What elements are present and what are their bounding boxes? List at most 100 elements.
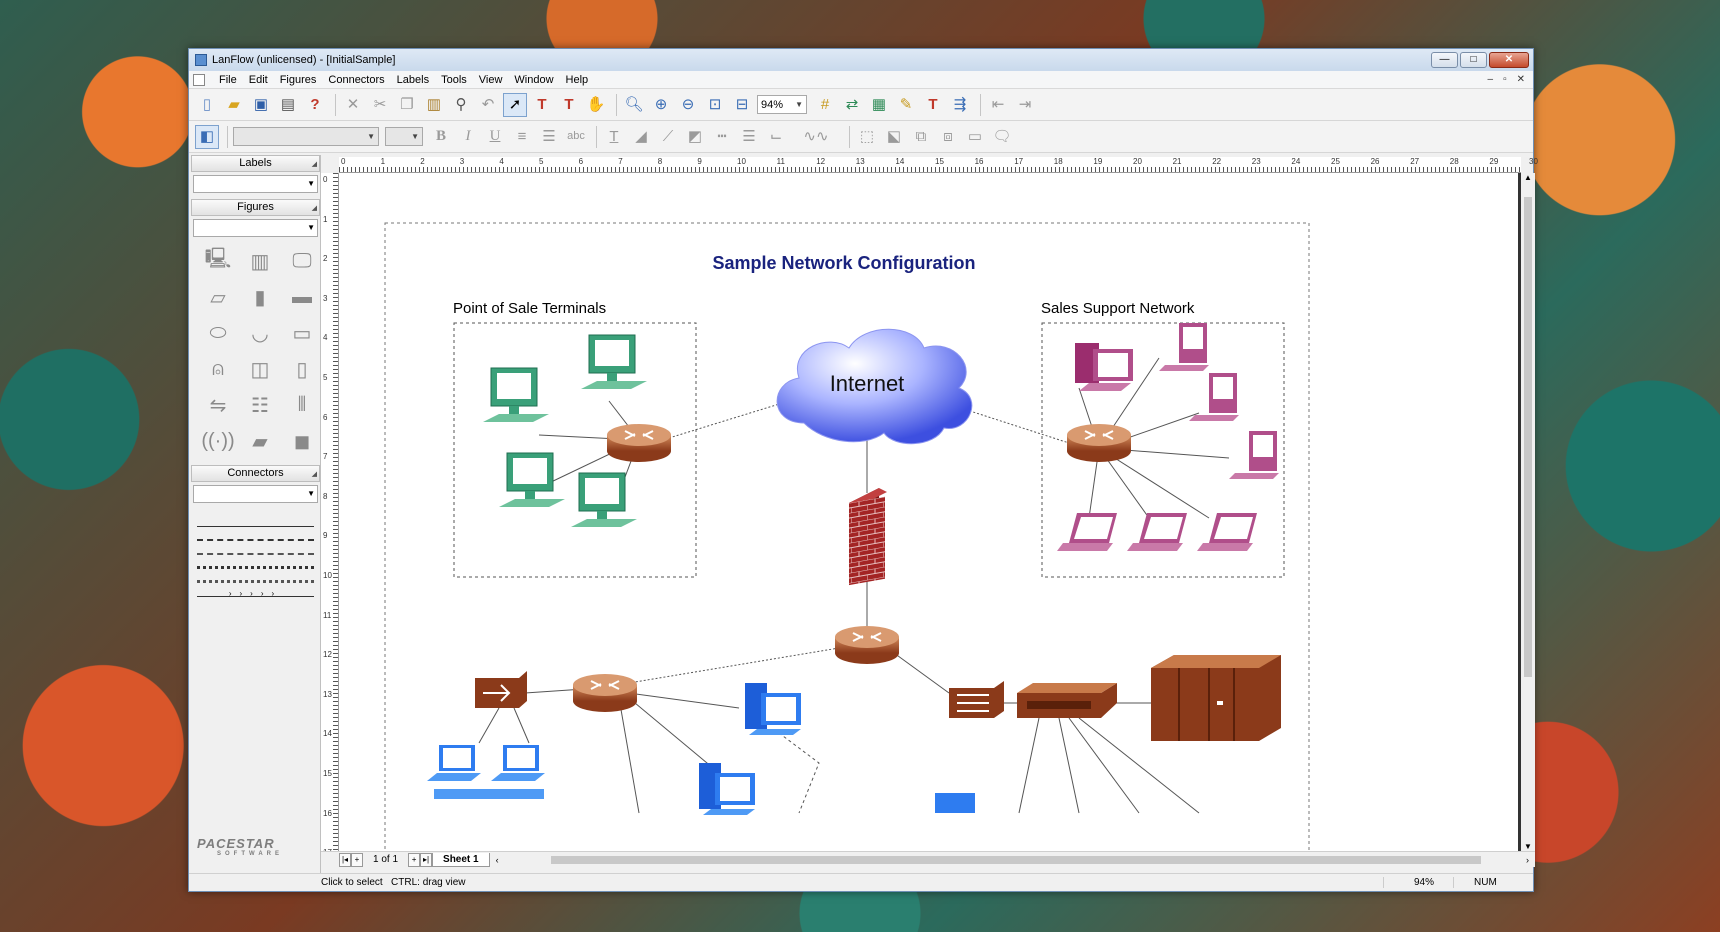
internet-cloud[interactable]: Internet xyxy=(776,328,973,445)
close-button[interactable]: ✕ xyxy=(1489,52,1529,68)
firewall-switch-icon[interactable]: ⇋ xyxy=(209,394,227,417)
mdi-minimize-button[interactable]: – xyxy=(1487,74,1494,85)
text-style-icon[interactable]: T xyxy=(928,96,938,113)
patch-panel-icon[interactable] xyxy=(949,681,1004,718)
scroll-left-icon[interactable]: ‹ xyxy=(495,854,499,865)
bring-forward-icon[interactable]: ⧉ xyxy=(915,128,927,145)
core-router-icon[interactable] xyxy=(834,625,900,665)
maximize-button[interactable]: □ xyxy=(1460,52,1487,68)
blue-device-icon[interactable] xyxy=(935,793,975,813)
connect-icon[interactable]: ⇄ xyxy=(845,96,859,113)
send-backward-icon[interactable]: ⧈ xyxy=(943,128,953,145)
menu-help[interactable]: Help xyxy=(565,73,589,86)
horizontal-scrollbar[interactable] xyxy=(511,854,1514,866)
find-icon[interactable]: ⚲ xyxy=(455,96,467,113)
menu-labels[interactable]: Labels xyxy=(396,73,430,86)
fill-color-icon[interactable]: ◢ xyxy=(635,128,647,145)
sales-router-icon[interactable] xyxy=(1066,423,1132,463)
menu-view[interactable]: View xyxy=(478,73,503,86)
text-tool-icon[interactable]: T xyxy=(537,96,547,113)
lan-router-icon[interactable] xyxy=(572,673,638,713)
mdi-close-button[interactable]: ✕ xyxy=(1516,74,1525,85)
font-name-combo[interactable]: ▼ xyxy=(233,127,379,146)
connector-style-icon[interactable]: ⌙ xyxy=(769,128,783,145)
menu-window[interactable]: Window xyxy=(514,73,554,86)
diagram-title[interactable]: Sample Network Configuration xyxy=(712,253,975,273)
new-icon[interactable]: ▯ xyxy=(202,96,212,113)
save-icon[interactable]: ▣ xyxy=(253,96,269,113)
sales-tower-icon[interactable] xyxy=(1159,323,1209,371)
cable-icon[interactable]: ⫴ xyxy=(297,393,307,416)
tower-icon[interactable]: ▮ xyxy=(254,286,266,309)
bold-icon[interactable]: B xyxy=(435,128,446,144)
blue-terminals-icon[interactable] xyxy=(427,745,545,799)
shadow-icon[interactable]: ◩ xyxy=(687,128,703,145)
text-color-icon[interactable]: T̲ xyxy=(609,128,619,145)
laptop-icon[interactable]: ▱ xyxy=(210,286,226,309)
scroll-right-icon[interactable]: › xyxy=(1526,854,1529,865)
dot-connector[interactable] xyxy=(197,569,314,583)
menu-file[interactable]: File xyxy=(219,73,237,86)
pos-terminal-icon[interactable] xyxy=(482,367,550,423)
connectors-panel-header[interactable]: Connectors xyxy=(191,465,320,482)
sales-laptop-icon[interactable] xyxy=(1197,513,1257,551)
zoom-out-icon[interactable]: ⊖ xyxy=(681,96,695,113)
connectors-combo[interactable] xyxy=(193,485,318,503)
hub-switch-icon[interactable] xyxy=(1017,683,1117,718)
labels-combo[interactable] xyxy=(193,175,318,193)
pos-terminal-icon[interactable] xyxy=(570,472,638,528)
document-icon[interactable] xyxy=(193,73,205,86)
scroll-up-icon[interactable]: ▲ xyxy=(1524,173,1532,182)
printer-icon[interactable]: ▰ xyxy=(252,430,268,453)
help-icon[interactable]: ? xyxy=(310,96,320,113)
sales-workstation-icon[interactable] xyxy=(1075,343,1133,391)
workstation-icon[interactable]: 🖳︎ xyxy=(204,248,232,270)
horizontal-scroll-thumb[interactable] xyxy=(550,855,1481,864)
line-color-icon[interactable]: ⟋ xyxy=(662,128,674,145)
modem-icon[interactable]: ▭ xyxy=(292,322,312,345)
group-label-pos[interactable]: Point of Sale Terminals xyxy=(453,300,606,317)
cut-icon[interactable]: ✂ xyxy=(373,96,387,113)
font-size-combo[interactable]: ▼ xyxy=(385,127,423,146)
group-label-sales[interactable]: Sales Support Network xyxy=(1041,300,1195,317)
switch-icon[interactable] xyxy=(475,671,527,708)
curve-connector-icon[interactable]: ∿∿ xyxy=(803,128,829,145)
select-pointer-icon[interactable]: ➚ xyxy=(503,92,527,117)
vertical-scroll-thumb[interactable] xyxy=(1524,197,1532,677)
italic-icon[interactable]: I xyxy=(465,128,471,144)
comment-icon[interactable]: 🗨︎ xyxy=(992,128,1012,145)
server-pair-icon[interactable]: ▥ xyxy=(250,250,270,273)
pos-router-icon[interactable] xyxy=(606,423,672,463)
open-folder-icon[interactable]: ▰ xyxy=(228,96,240,113)
wireless-router-icon[interactable]: ⍝ xyxy=(212,357,224,380)
dashed-connector[interactable] xyxy=(197,527,314,541)
line-width-icon[interactable]: ☰ xyxy=(742,128,756,145)
zoom-page-icon[interactable]: ⊟ xyxy=(735,96,749,113)
sales-laptop-icon[interactable] xyxy=(1057,513,1117,551)
pan-hand-icon[interactable]: ✋ xyxy=(586,96,606,113)
figures-panel-header[interactable]: Figures xyxy=(191,199,320,216)
menu-tools[interactable]: Tools xyxy=(441,73,467,86)
edit-figure-icon[interactable]: ✎ xyxy=(899,96,913,113)
last-sheet-icon[interactable]: ▸| xyxy=(420,852,433,867)
spelling-icon[interactable]: abc xyxy=(567,130,585,142)
align-objects-icon[interactable]: ▭ xyxy=(967,128,983,145)
panel-toggle-icon[interactable]: ◧ xyxy=(195,124,219,149)
add-sheet-icon[interactable]: + xyxy=(351,852,363,867)
blue-workstation-icon[interactable] xyxy=(699,763,755,815)
hub-icon[interactable]: ◡ xyxy=(251,322,269,345)
paste-icon[interactable]: ▥ xyxy=(426,96,442,113)
align-center-icon[interactable]: ☰ xyxy=(542,128,556,145)
group-box-pos[interactable] xyxy=(453,322,697,578)
blue-workstation-icon[interactable] xyxy=(745,683,801,735)
dotted-connector[interactable] xyxy=(197,555,314,569)
firewall-icon[interactable] xyxy=(849,488,887,586)
mdi-restore-button[interactable]: ▫ xyxy=(1503,74,1507,85)
server-rack-icon[interactable] xyxy=(1151,655,1281,741)
router-icon[interactable]: ⬭ xyxy=(209,321,227,344)
sheet-tab[interactable]: Sheet 1 xyxy=(432,852,490,867)
scroll-down-icon[interactable]: ▼ xyxy=(1524,842,1532,851)
undo-icon[interactable]: ↶ xyxy=(481,96,495,113)
label-tool-icon[interactable]: T xyxy=(564,96,574,113)
diagram-canvas[interactable]: Sample Network Configuration Point of Sa… xyxy=(339,173,1521,851)
